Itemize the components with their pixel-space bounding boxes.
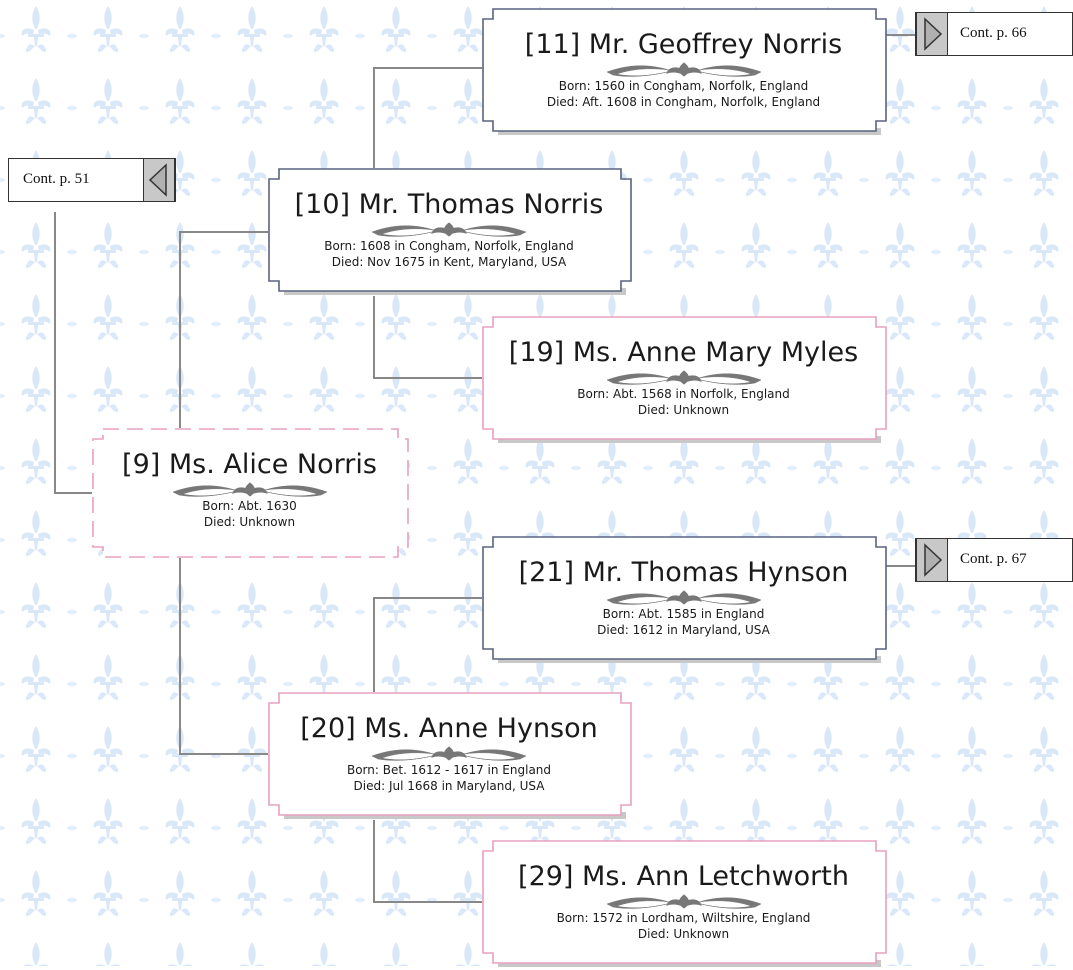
person-died: Died: Jul 1668 in Maryland, USA (353, 779, 545, 793)
person-born: Born: Bet. 1612 - 1617 in England (346, 763, 552, 777)
person-died: Died: Aft. 1608 in Congham, Norfolk, Eng… (546, 95, 821, 109)
arrow-right-icon[interactable] (916, 13, 948, 55)
person-box-geoffrey-norris[interactable]: [11] Mr. Geoffrey Norris Born: 1560 in C… (482, 8, 887, 135)
continuation-label: Cont. p. 51 (23, 171, 90, 187)
connector-p9-to-p20 (179, 558, 268, 755)
connector-p9-to-p10 (179, 231, 268, 428)
connector-p10-to-p19 (373, 296, 482, 379)
person-born: Born: 1560 in Congham, Norfolk, England (558, 79, 809, 93)
person-died: Died: Unknown (637, 403, 730, 417)
ornament-divider-icon (171, 482, 328, 497)
continuation-label: Cont. p. 67 (960, 551, 1027, 567)
ornament-divider-icon (371, 746, 527, 761)
ornament-divider-icon (605, 370, 762, 385)
continuation-box-p66[interactable]: Cont. p. 66 (915, 12, 1073, 56)
continuation-box-p67[interactable]: Cont. p. 67 (915, 538, 1073, 582)
person-born: Born: Abt. 1568 in Norfolk, England (577, 387, 790, 401)
connector-p10-to-p11 (373, 67, 482, 168)
person-box-thomas-norris[interactable]: [10] Mr. Thomas Norris Born: 1608 in Con… (268, 168, 632, 295)
person-born: Born: 1608 in Congham, Norfolk, England (324, 239, 574, 253)
person-died: Died: Nov 1675 in Kent, Maryland, USA (331, 255, 567, 269)
person-name: [20] Ms. Anne Hynson (300, 713, 598, 744)
arrow-left-icon[interactable] (143, 159, 175, 201)
arrow-right-icon[interactable] (916, 539, 948, 581)
person-box-anne-hynson[interactable]: [20] Ms. Anne Hynson Born: Bet. 1612 - 1… (268, 692, 632, 819)
person-name: [19] Ms. Anne Mary Myles (508, 337, 859, 368)
person-born: Born: 1572 in Lordham, Wiltshire, Englan… (556, 911, 811, 925)
person-box-ann-letchworth[interactable]: [29] Ms. Ann Letchworth Born: 1572 in Lo… (482, 840, 887, 967)
person-died: Died: Unknown (203, 515, 296, 529)
connector-p20-to-p21 (373, 597, 482, 692)
continuation-box-p51[interactable]: Cont. p. 51 (8, 158, 176, 202)
person-died: Died: Unknown (637, 927, 730, 941)
person-born: Born: Abt. 1630 (202, 499, 297, 513)
person-born: Born: Abt. 1585 in England (602, 607, 765, 621)
connector-cont51-to-p9 (54, 212, 92, 494)
person-name: [11] Mr. Geoffrey Norris (524, 29, 843, 60)
person-died: Died: 1612 in Maryland, USA (597, 623, 770, 637)
person-box-alice-norris[interactable]: [9] Ms. Alice Norris Born: Abt. 1630 Die… (92, 428, 409, 558)
connector-p20-to-p29 (373, 820, 482, 903)
continuation-label: Cont. p. 66 (960, 25, 1027, 41)
ornament-divider-icon (605, 590, 762, 605)
ornament-divider-icon (371, 222, 527, 237)
person-name: [21] Mr. Thomas Hynson (518, 557, 849, 588)
person-box-thomas-hynson[interactable]: [21] Mr. Thomas Hynson Born: Abt. 1585 i… (482, 536, 887, 663)
person-name: [9] Ms. Alice Norris (122, 449, 377, 480)
person-name: [29] Ms. Ann Letchworth (518, 861, 849, 892)
person-box-anne-mary-myles[interactable]: [19] Ms. Anne Mary Myles Born: Abt. 1568… (482, 316, 887, 443)
ornament-divider-icon (605, 62, 762, 77)
person-name: [10] Mr. Thomas Norris (294, 189, 604, 220)
ornament-divider-icon (605, 894, 762, 909)
